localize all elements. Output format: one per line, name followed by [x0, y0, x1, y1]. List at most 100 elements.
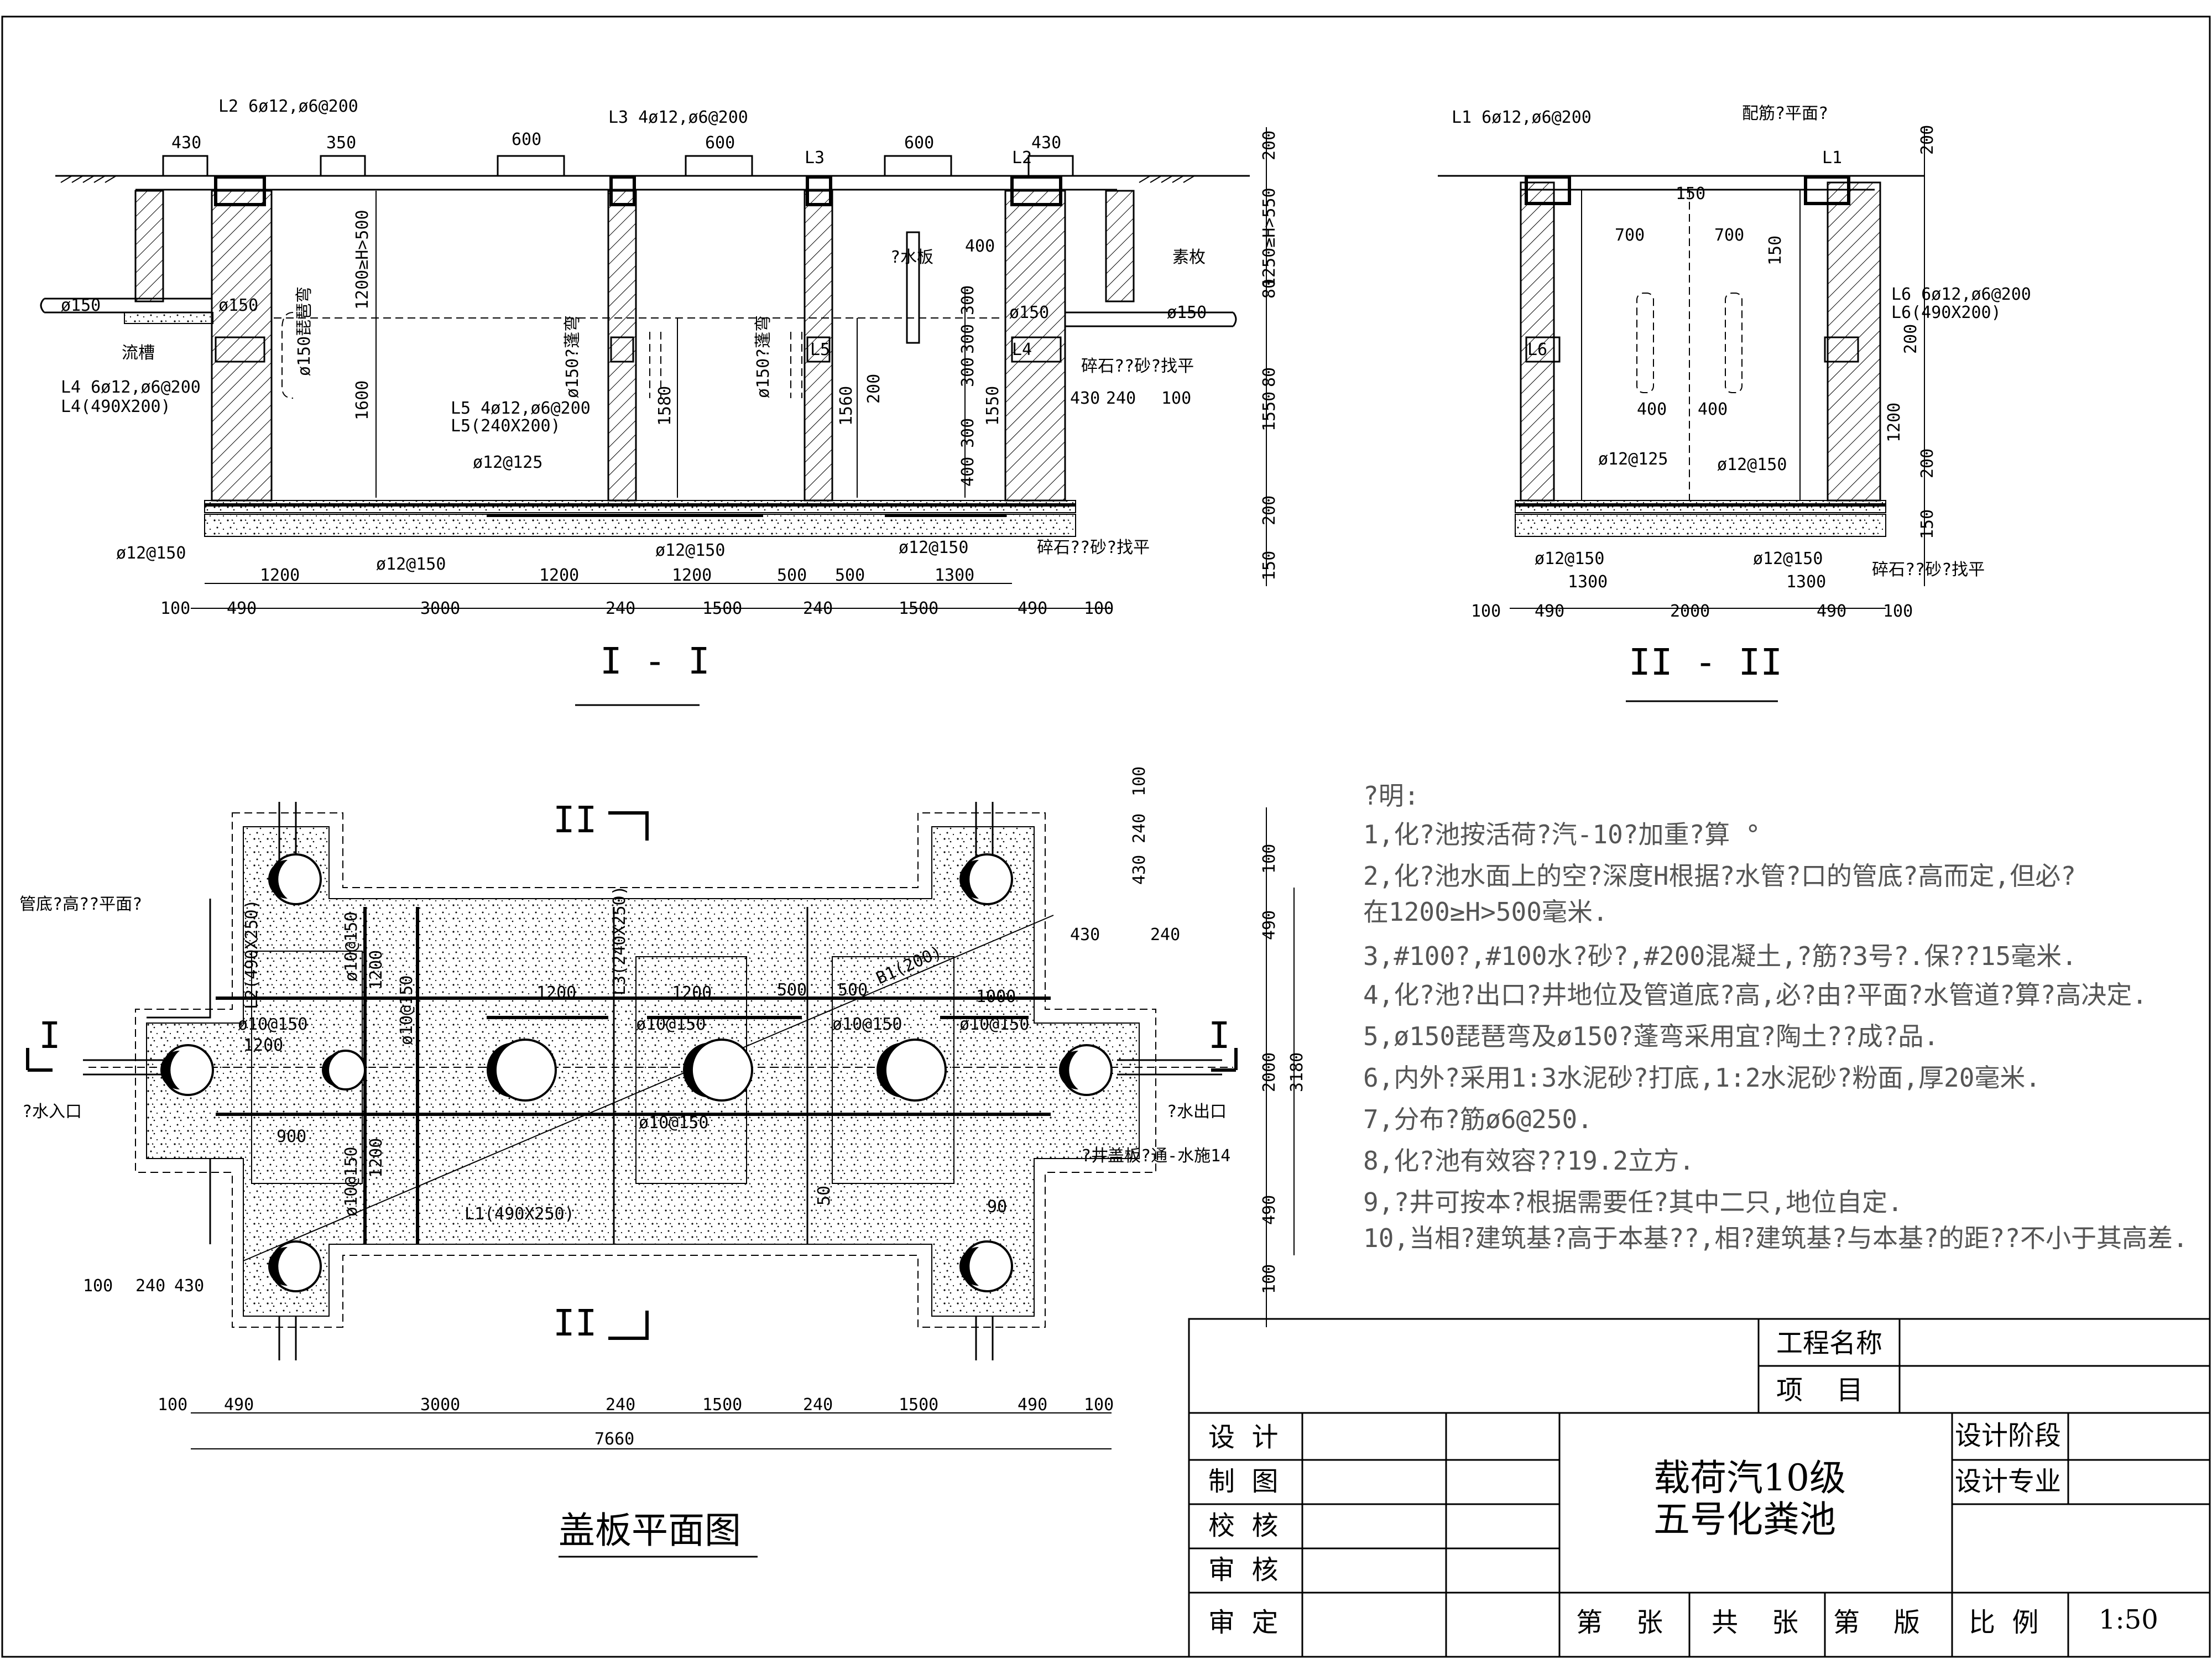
bottom-dim: 1500	[702, 1395, 742, 1415]
note-item: 6,内外?采用1:3水泥砂?打底,1:2水泥砂?粉面,厚20毫米.	[1363, 1063, 2041, 1093]
title-block: 工程名称 项 目 设 计 制 图 校 核 审 核 审 定 载荷汽10级 五号化粪…	[1188, 1318, 2211, 1658]
plan-dim: 500	[838, 980, 868, 1000]
plan-dim: 50	[815, 1186, 834, 1206]
right-dim: 150	[1260, 551, 1279, 581]
l2-short: L2	[1012, 148, 1032, 168]
bottom-dim: 100	[1084, 599, 1114, 618]
tb-version: 第 版	[1833, 1607, 1920, 1638]
cover-plan: II II I I 管底?高??平面? ?水入口 ?水出口 ?井盖板?通-水施1…	[19, 766, 1307, 1558]
bottom-dim: 100	[1471, 602, 1501, 621]
note-item: 10,当相?建筑基?高于本基??,相?建筑基?与本基?的距??不小于其高差.	[1363, 1223, 2188, 1253]
tb-role: 审 定	[1208, 1607, 1279, 1638]
right-dim: 430	[1130, 855, 1149, 885]
elbow3-label: ø150?蓬弯	[754, 315, 773, 398]
right-dim: 200	[1918, 448, 1937, 478]
inner-dim: 700	[1615, 226, 1645, 245]
right-dim: 2000	[1260, 1052, 1279, 1092]
top-dim: 350	[326, 133, 356, 153]
span-dim: 1200	[672, 566, 712, 585]
rebar-label: ø10@150	[639, 1113, 708, 1133]
tb-role: 校 核	[1208, 1510, 1279, 1541]
tb-drawing-title-1: 载荷汽10级	[1653, 1457, 1846, 1499]
top-dim: 600	[904, 133, 934, 153]
depth-dim: 1550	[983, 386, 1003, 426]
depth-dim: 400	[958, 457, 978, 487]
rebar-label: ø12@125	[1598, 450, 1668, 469]
total-dim: 7660	[594, 1430, 634, 1449]
cut-mark-1-right: I	[1208, 1014, 1230, 1057]
note-item: 1,化?池按活荷?汽-10?加重?算 °	[1363, 820, 1761, 849]
inner-dim: 400	[1637, 400, 1667, 419]
plan-dim: 1200	[536, 983, 576, 1003]
gravel-label: 碎石??砂?找平	[1081, 357, 1194, 376]
tb-scale-value: 1:50	[2099, 1604, 2158, 1635]
right-dim: 1550	[1260, 392, 1279, 431]
note-item: 2,化?池水面上的空?深度H根据?水管?口的管底?高而定,但必?	[1363, 861, 2076, 891]
top-dim: 600	[705, 133, 735, 153]
gravel-label-2: 碎石??砂?找平	[1037, 538, 1150, 557]
left-dim: 430	[174, 1276, 204, 1296]
bottom-dim: 240	[606, 1395, 635, 1415]
rebar-label: ø10@150	[342, 1147, 361, 1217]
span-dim: 1200	[260, 566, 300, 585]
stack-dim: 300	[958, 285, 978, 315]
gravel-label: 碎石??砂?找平	[1872, 560, 1985, 580]
pipe-in2-label: ø150	[218, 296, 258, 315]
l5-label: L5 4ø12,ø6@200	[451, 399, 591, 418]
notes: ?明: 1,化?池按活荷?汽-10?加重?算 ° 2,化?池水面上的空?深度H根…	[1363, 781, 2188, 1253]
rebar-label: ø10@150	[636, 1015, 706, 1034]
l4-size: L4(490X200)	[61, 397, 171, 416]
plain-slab-label: 素枚	[1172, 248, 1206, 267]
rebar-label: ø12@125	[473, 453, 542, 472]
bottom-dim: 3000	[420, 1395, 460, 1415]
plan-dim: 240	[1150, 925, 1180, 945]
span-dim: 1300	[1568, 572, 1608, 592]
left-dim: 100	[83, 1276, 113, 1296]
inner-dim: 150	[1766, 236, 1785, 265]
right-dim: 80	[1260, 367, 1279, 387]
right-dim: 200	[1918, 125, 1937, 155]
depth-dim: 1600	[353, 380, 372, 420]
bottom-dim: 1500	[899, 599, 938, 618]
plan-dim: 90	[987, 1197, 1007, 1217]
tb-scale-label: 比 例	[1969, 1607, 2039, 1638]
plan-dim: 1000	[976, 987, 1016, 1006]
l2-label: L2 6ø12,ø6@200	[218, 97, 358, 116]
right-dim: 490	[1260, 1195, 1279, 1225]
rebar-label: ø10@150	[238, 1015, 307, 1034]
tb-project-name: 工程名称	[1776, 1328, 1882, 1359]
bottom-dim: 1500	[899, 1395, 938, 1415]
rebar-label: ø12@150	[655, 541, 725, 560]
right-dim: 100	[1130, 766, 1149, 796]
bottom-dim: 490	[1018, 1395, 1047, 1415]
bottom-dim: 240	[803, 1395, 833, 1415]
bottom-dim: 490	[1817, 602, 1846, 621]
bottom-dim: 100	[1084, 1395, 1114, 1415]
bottom-dim: 2000	[1670, 602, 1710, 621]
l1-label: L1 6ø12,ø6@200	[1452, 108, 1592, 127]
l6-tag: L6	[1527, 340, 1547, 359]
tb-item: 项 目	[1776, 1375, 1863, 1406]
water-board-label: ?水板	[890, 248, 933, 267]
outlet-pipe1: ø150	[1009, 303, 1049, 322]
board-dim: 400	[965, 237, 995, 256]
total-h-dim: 3180	[1287, 1052, 1307, 1092]
tb-role: 设 计	[1208, 1422, 1279, 1453]
small-dim: 430	[1070, 389, 1100, 408]
right-dim: 200	[1260, 131, 1279, 160]
small-dim: 100	[1161, 389, 1191, 408]
outlet-pipe2: ø150	[1167, 303, 1207, 322]
tb-role: 制 图	[1208, 1466, 1279, 1497]
top-dim: 430	[171, 133, 201, 153]
stack-dim: 300	[958, 357, 978, 387]
l1-plan-label: L1(490X250)	[465, 1204, 575, 1224]
inlet-label: ?水入口	[22, 1102, 82, 1121]
l3-short: L3	[805, 148, 825, 168]
right-dim: 200	[1260, 495, 1279, 525]
l2-plan-label: L2(490X250)	[242, 899, 262, 1009]
inner-dim: 700	[1714, 226, 1744, 245]
plan-dim: 1200	[367, 1138, 386, 1178]
right-dim: 1250≥H>550	[1260, 187, 1279, 288]
plan-dim: 900	[276, 1127, 306, 1146]
bottom-dim: 100	[160, 599, 190, 618]
